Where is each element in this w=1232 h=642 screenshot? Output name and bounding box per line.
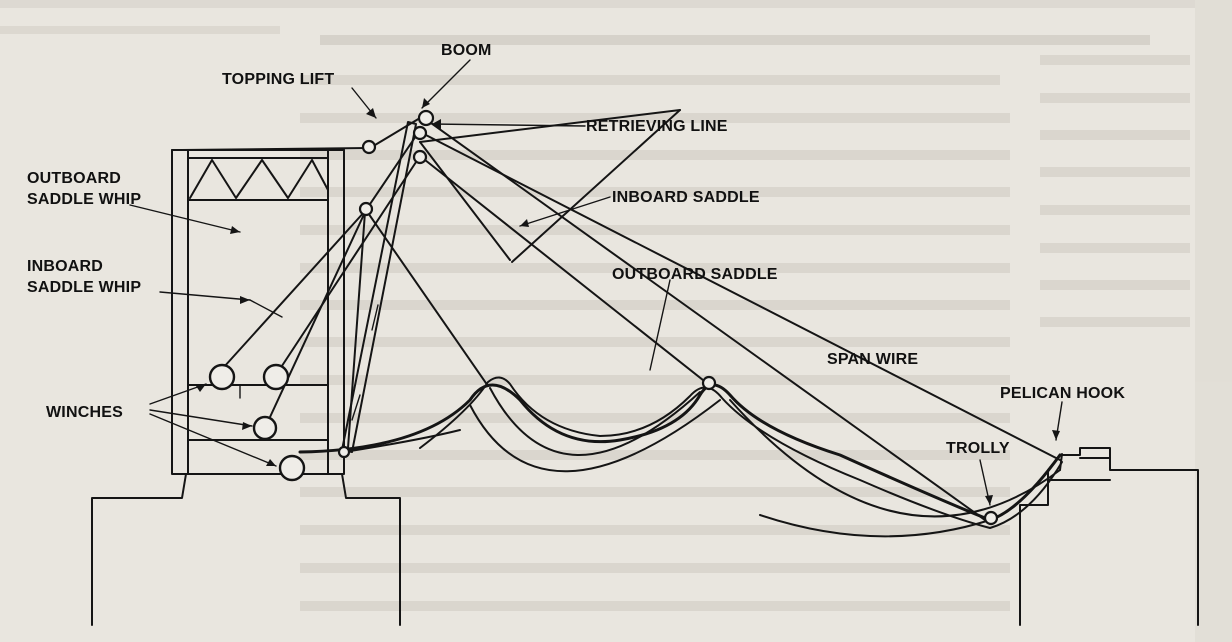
winch-4: [278, 454, 306, 482]
truss-web: [189, 159, 329, 199]
label-outboard-saddle-whip-1: OUTBOARD: [27, 170, 121, 187]
retrieving-line: [423, 117, 986, 521]
label-winches: WINCHES: [46, 404, 123, 421]
span-wire-upper: [419, 131, 1061, 461]
winches: [208, 363, 306, 482]
labels: BOOM TOPPING LIFT RETRIEVING LINE OUTBOA…: [27, 42, 1125, 457]
label-trolly: TROLLY: [946, 440, 1010, 457]
label-inboard-saddle: INBOARD SADDLE: [612, 189, 760, 206]
inboard-saddle-block: [358, 201, 374, 217]
topping-lift: [369, 117, 421, 149]
topping-lift-block: [361, 139, 377, 155]
receiving-ship-hull: [1019, 447, 1199, 626]
trolly: [983, 510, 999, 526]
kingpost-right: [327, 149, 345, 475]
label-inboard-saddle-whip-2: SADDLE WHIP: [27, 279, 141, 296]
receiving-ship: [1019, 447, 1199, 626]
label-pelican-hook: PELICAN HOOK: [1000, 385, 1125, 402]
topping-lift-lead: [181, 147, 371, 151]
label-span-wire: SPAN WIRE: [827, 351, 918, 368]
kingpost-left: [171, 149, 189, 475]
winch-2: [262, 363, 290, 391]
boom: [341, 121, 417, 453]
label-outboard-saddle-whip-2: SADDLE WHIP: [27, 191, 141, 208]
trolly-block: [983, 510, 999, 526]
outboard-saddle-whip-line: [213, 209, 367, 379]
inboard-saddle-pendant: [419, 155, 709, 385]
sheaves: [337, 109, 717, 459]
supplying-ship-hull: [91, 473, 401, 626]
label-outboard-saddle: OUTBOARD SADDLE: [612, 266, 778, 283]
winch-3: [252, 415, 278, 441]
label-boom: BOOM: [441, 42, 492, 59]
label-topping-lift: TOPPING LIFT: [222, 71, 334, 88]
label-inboard-saddle-whip-1: INBOARD: [27, 258, 103, 275]
winch-1: [208, 363, 236, 391]
inboard-saddle-whip-line: [273, 155, 421, 379]
outboard-saddle-block: [701, 375, 717, 391]
rigging-lines: [181, 109, 1063, 538]
leader-lines: [129, 59, 1063, 506]
boom-head-block: [417, 109, 435, 127]
label-retrieving-line: RETRIEVING LINE: [586, 118, 728, 135]
span-wire: [298, 383, 1062, 522]
